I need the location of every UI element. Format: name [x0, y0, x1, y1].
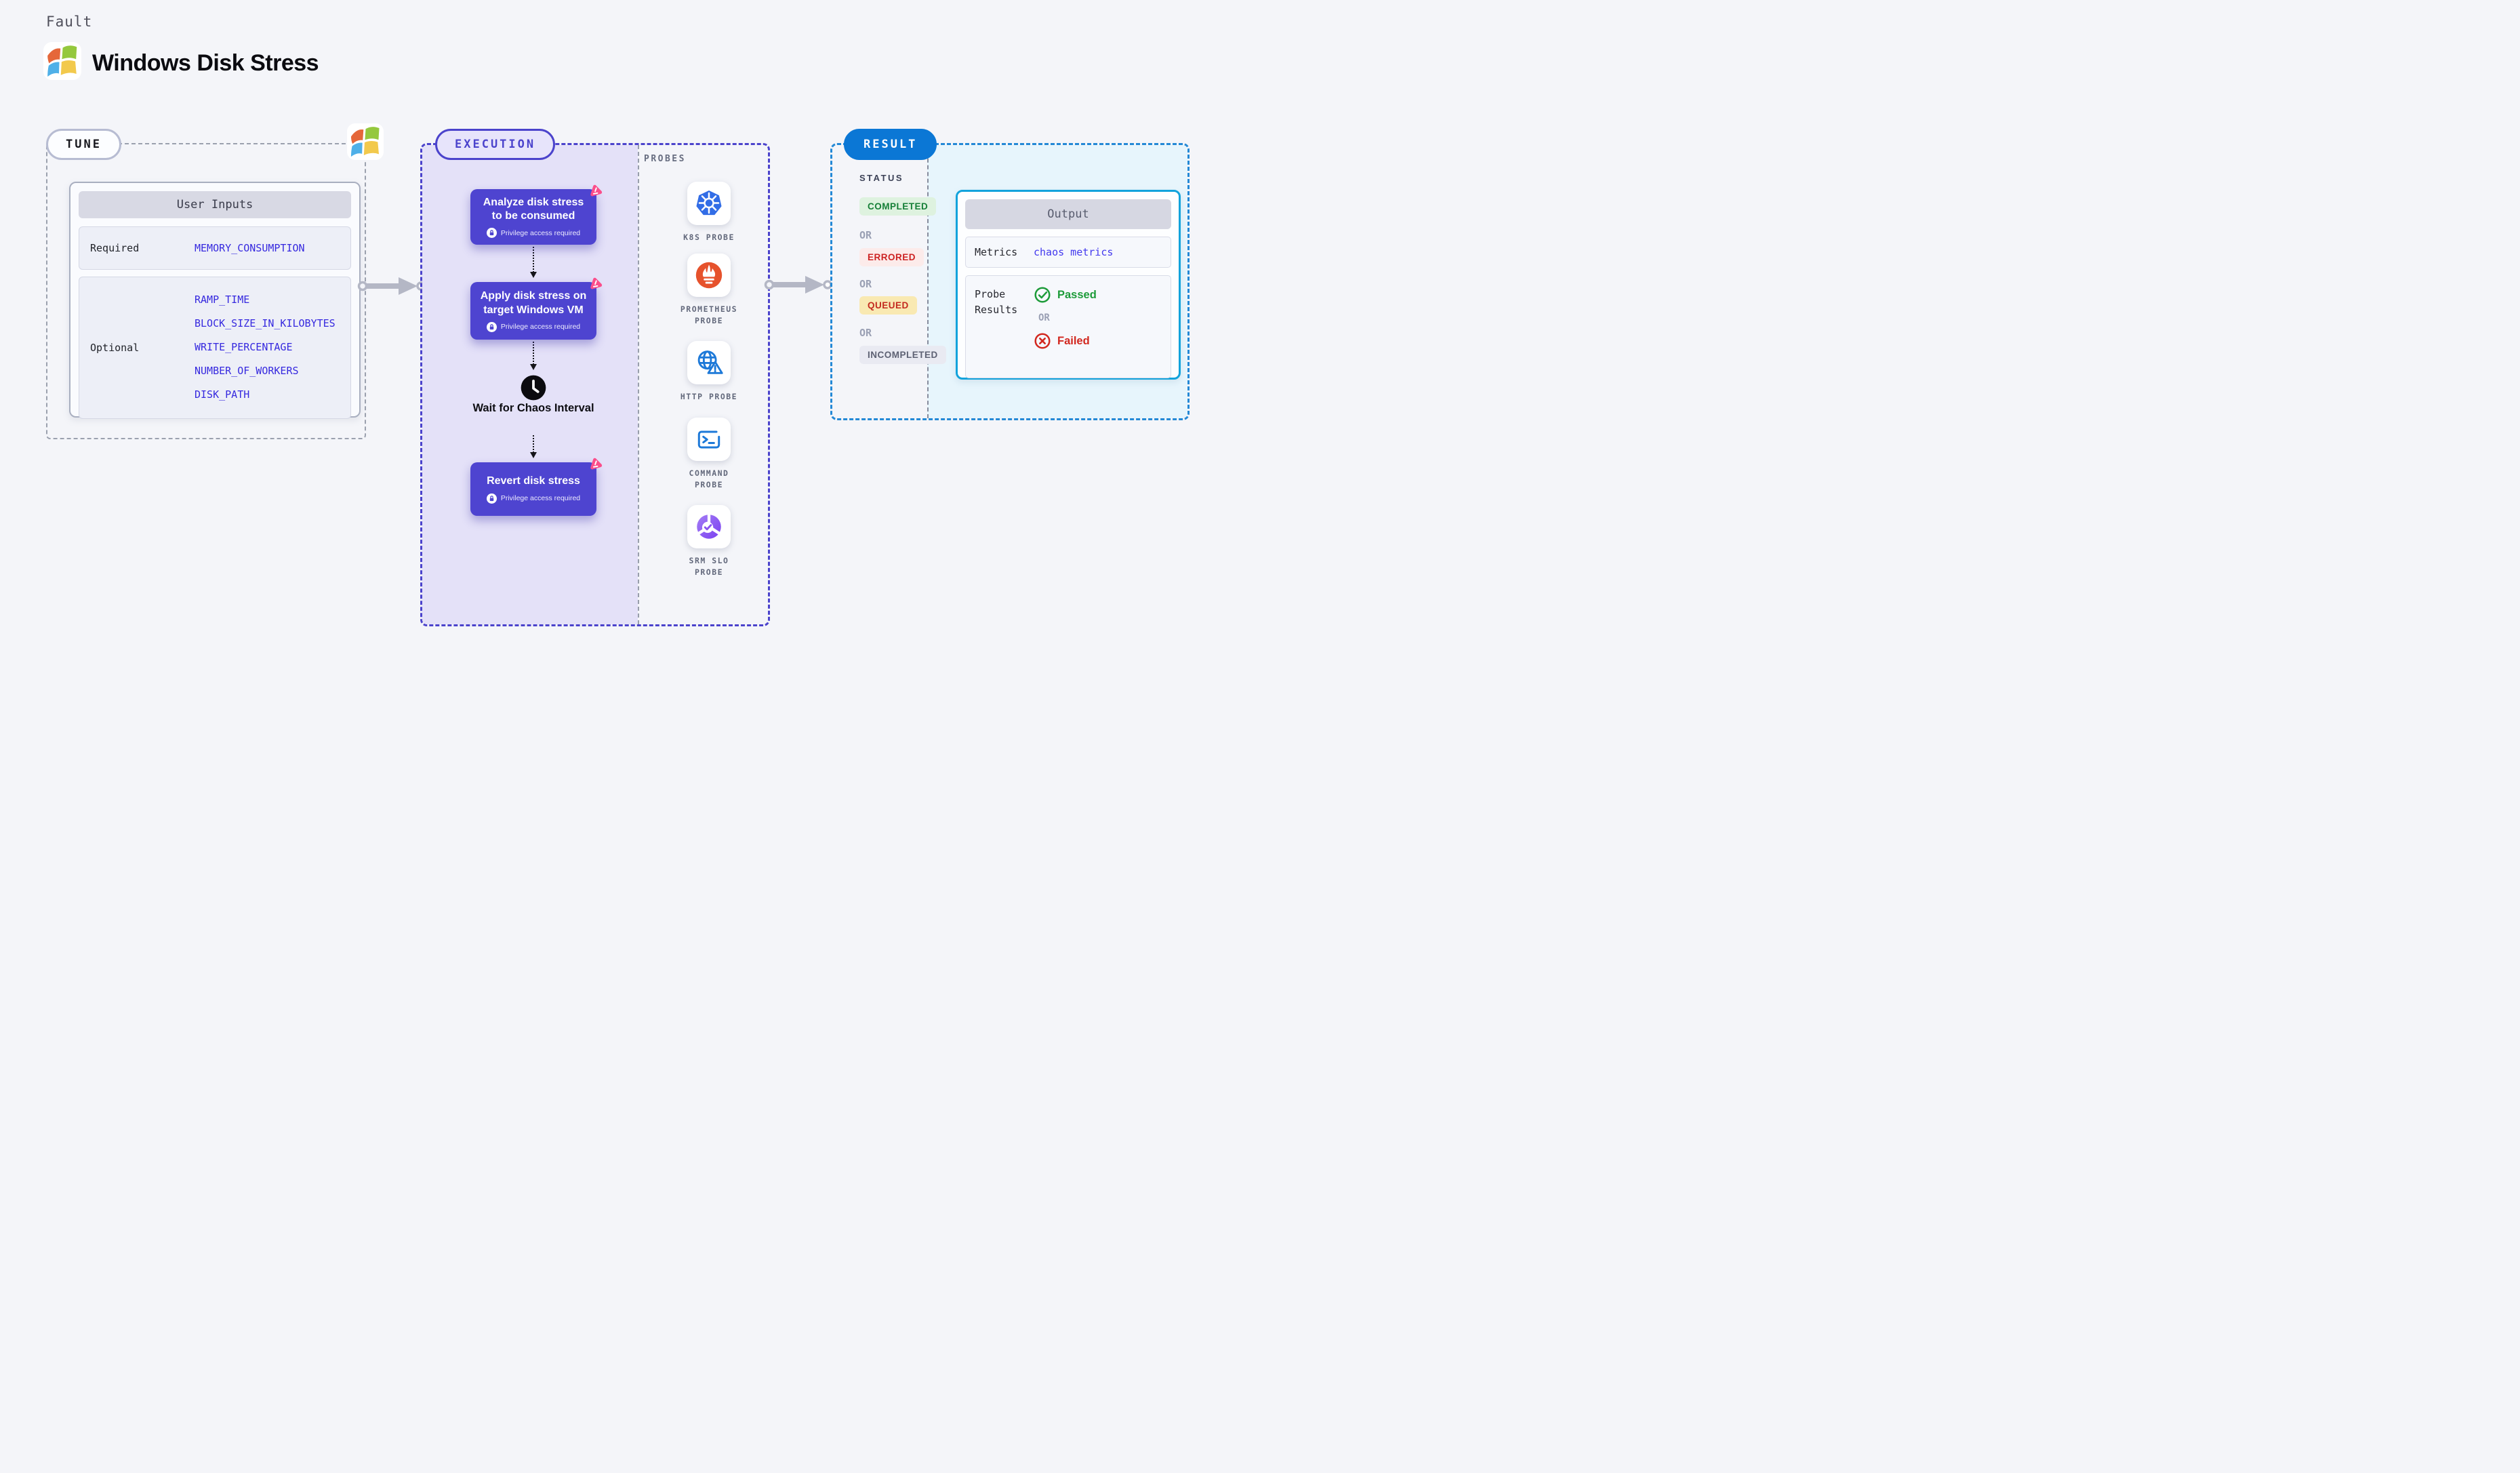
probe-result-failed: Failed — [1034, 332, 1097, 350]
http-probe-label: HTTP PROBE — [680, 392, 738, 401]
step-label: Analyze disk stress to be consumed — [483, 196, 584, 222]
metrics-row: Metrics chaos metrics — [965, 237, 1171, 268]
tune-section — [46, 143, 366, 439]
output-title: Output — [965, 199, 1171, 229]
command-probe-card — [687, 418, 731, 461]
metrics-value: chaos metrics — [1034, 246, 1114, 258]
kubernetes-icon — [696, 190, 722, 216]
step-apply-disk-stress: Apply disk stress on target Windows VM P… — [470, 277, 604, 340]
privilege-note: Privilege access required — [486, 228, 580, 239]
fault-kicker: Fault — [46, 14, 93, 30]
page-title: Windows Disk Stress — [92, 50, 319, 76]
slo-donut-icon — [697, 513, 721, 539]
connector-analyze-to-apply — [530, 247, 537, 278]
prometheus-probe-label: PROMETHEUS PROBE — [680, 304, 738, 326]
check-circle-icon — [1034, 287, 1051, 303]
required-label: Required — [90, 242, 140, 254]
chaos-fault-icon — [590, 184, 604, 198]
status-chip-incompleted: INCOMPLETED — [859, 346, 946, 364]
or-separator: OR — [859, 327, 872, 339]
metrics-label: Metrics — [975, 245, 1018, 258]
probe-result-passed: Passed — [1034, 286, 1097, 304]
diagram-canvas: Fault Windows Disk Stress TUNE User Inpu… — [0, 0, 1260, 736]
lock-icon — [486, 493, 497, 504]
prometheus-probe-card — [687, 254, 731, 297]
windows-logo-small-icon — [347, 123, 384, 160]
status-chip-errored: ERRORED — [859, 248, 924, 266]
param-block-size: BLOCK_SIZE_IN_KILOBYTES — [195, 317, 336, 329]
lock-icon — [486, 228, 497, 239]
srm-slo-probe-label: SRM SLO PROBE — [689, 556, 729, 578]
optional-label: Optional — [90, 342, 140, 354]
user-inputs-card: User Inputs Required MEMORY_CONSUMPTION … — [69, 182, 361, 419]
http-probe-card — [687, 341, 731, 384]
status-title: STATUS — [859, 173, 904, 183]
privilege-note: Privilege access required — [486, 493, 580, 504]
or-separator: OR — [859, 229, 872, 241]
param-ramp-time: RAMP_TIME — [195, 294, 250, 306]
status-chip-completed: COMPLETED — [859, 197, 937, 216]
tune-to-execution-arrow — [357, 275, 426, 297]
probes-divider — [638, 145, 639, 624]
execution-badge: EXECUTION — [435, 129, 556, 160]
optional-inputs-row: Optional RAMP_TIME BLOCK_SIZE_IN_KILOBYT… — [79, 277, 351, 419]
connector-apply-to-wait — [530, 342, 537, 370]
step-analyze-disk-stress: Analyze disk stress to be consumed Privi… — [470, 184, 604, 245]
param-number-of-workers: NUMBER_OF_WORKERS — [195, 365, 299, 377]
connector-wait-to-revert — [530, 435, 537, 458]
clock-icon — [521, 375, 546, 401]
user-inputs-title: User Inputs — [79, 191, 351, 218]
terminal-icon — [697, 430, 720, 449]
or-separator: OR — [1038, 312, 1050, 323]
output-card: Output Metrics chaos metrics Probe Resul… — [956, 190, 1181, 380]
probes-title: PROBES — [644, 154, 686, 164]
command-probe-label: COMMAND PROBE — [689, 468, 729, 490]
required-inputs-row: Required MEMORY_CONSUMPTION — [79, 226, 351, 270]
probe-results-row: Probe Results Passed OR Failed — [965, 275, 1171, 378]
param-disk-path: DISK_PATH — [195, 388, 250, 401]
execution-to-result-arrow — [763, 274, 832, 296]
param-write-percentage: WRITE_PERCENTAGE — [195, 341, 293, 353]
status-output-divider — [927, 145, 929, 418]
step-revert-disk-stress: Revert disk stress Privilege access requ… — [470, 457, 604, 516]
param-memory-consumption: MEMORY_CONSUMPTION — [195, 242, 305, 254]
windows-logo-icon — [43, 42, 81, 80]
http-globe-icon — [697, 350, 723, 374]
probe-results-label: Probe Results — [975, 288, 1018, 316]
lock-icon — [486, 321, 497, 332]
chaos-fault-icon — [590, 457, 604, 471]
privilege-note: Privilege access required — [486, 321, 580, 332]
srm-slo-probe-card — [687, 505, 731, 548]
prometheus-icon — [695, 262, 723, 289]
or-separator: OR — [859, 278, 872, 290]
step-label: Apply disk stress on target Windows VM — [480, 290, 587, 316]
status-chip-queued: QUEUED — [859, 296, 917, 315]
x-circle-icon — [1034, 333, 1051, 349]
wait-chaos-interval-label: Wait for Chaos Interval — [472, 402, 594, 414]
step-label: Revert disk stress — [487, 475, 580, 487]
chaos-fault-icon — [590, 277, 604, 291]
k8s-probe-card — [687, 182, 731, 225]
result-badge: RESULT — [844, 129, 937, 160]
k8s-probe-label: K8S PROBE — [683, 233, 735, 242]
tune-badge: TUNE — [46, 129, 121, 160]
